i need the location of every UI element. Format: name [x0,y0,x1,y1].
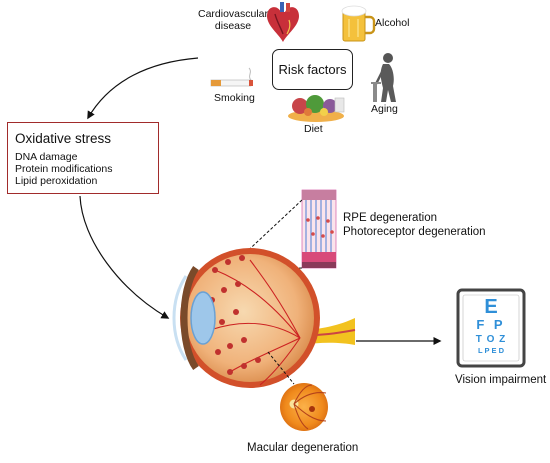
label-cardiovascular-line2: disease [214,20,252,33]
label-cardiovascular: Cardiovascular disease [196,8,270,32]
oxidative-stress-title: Oxidative stress [15,131,112,146]
fundus-icon [280,383,328,431]
heart-icon [267,2,299,43]
label-aging: Aging [371,103,398,115]
label-cardiovascular-line1: Cardiovascular [197,8,269,20]
arrow-risk-to-oxidative [87,57,199,120]
risk-factors-box: Risk factors [272,49,353,90]
eye-chart-row: T O Z [475,334,507,345]
label-photoreceptor-degeneration: Photoreceptor degeneration [343,226,486,238]
oxidative-item: DNA damage [15,151,78,163]
arrow-oxidative-to-eye [79,195,170,319]
eye-icon [172,248,356,388]
label-smoking: Smoking [214,92,255,104]
eye-chart-row: F P [476,317,506,332]
retina-layers-icon [301,189,337,269]
cigarette-icon [210,67,253,87]
label-alcohol: Alcohol [375,17,410,29]
elderly-person-icon [371,53,396,102]
label-macular-degeneration: Macular degeneration [247,442,359,454]
beer-mug-icon [341,5,376,42]
risk-factors-title: Risk factors [278,62,347,77]
eye-chart-row: L P E D [478,346,504,355]
food-icon [288,95,345,122]
oxidative-stress-box: Oxidative stress DNA damage Protein modi… [7,122,159,194]
label-diet: Diet [304,123,323,135]
oxidative-item: Protein modifications [15,163,113,175]
eye-chart-row: E [484,296,498,318]
label-vision-impairment: Vision impairment [455,374,547,386]
oxidative-item: Lipid peroxidation [15,175,98,187]
label-rpe-degeneration: RPE degeneration [343,212,437,224]
eye-chart-icon [456,288,526,368]
fundus-pointer [267,351,295,385]
